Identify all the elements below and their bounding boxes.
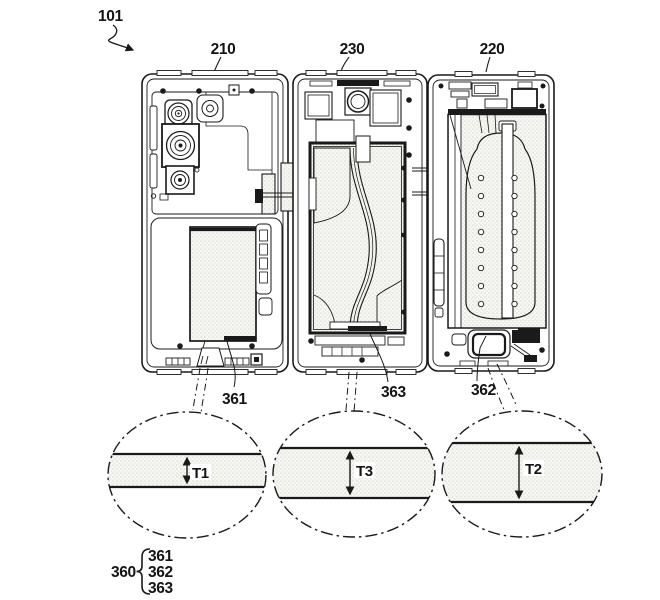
label-230: 230 xyxy=(340,41,365,58)
panel-230-bottom-parts xyxy=(308,335,405,363)
panel-220 xyxy=(427,71,555,374)
panel-210-side-connector xyxy=(255,223,273,316)
detail-circle-T3: T3 xyxy=(272,410,436,538)
phantom-leader-362-b xyxy=(496,363,518,408)
T3-dimension-label: T3 xyxy=(356,463,373,480)
panel-230-edge-tabs xyxy=(305,70,417,375)
callout-361-label: 361 xyxy=(222,391,247,408)
detail-circle-T2: T2 xyxy=(441,410,603,538)
camera-module-center xyxy=(196,94,224,123)
battery-vent-holes xyxy=(477,174,518,308)
legend-group-label: 360 xyxy=(111,564,136,581)
callout-362-label: 362 xyxy=(471,382,496,399)
display-stack-363 xyxy=(308,135,407,335)
panel-230-inner-frame xyxy=(297,78,423,368)
callout-361: 361 xyxy=(192,340,248,414)
figure-ref-101: 101 xyxy=(98,8,135,52)
callout-362: 362 xyxy=(471,335,518,413)
panel-220-bottom-parts xyxy=(444,329,545,367)
panel-210-inner-frame xyxy=(146,78,284,368)
detail-circle-T3-boundary xyxy=(272,410,436,538)
legend-360: 360 361 362 363 xyxy=(111,548,174,597)
panel-210-board-outline xyxy=(151,91,279,215)
battery-sheet-362 xyxy=(447,113,547,334)
camera-module-bottom xyxy=(165,165,195,195)
detail-circle-T1-boundary xyxy=(107,411,267,539)
legend-item-363: 363 xyxy=(148,580,173,597)
callout-363-leader xyxy=(369,333,389,383)
detail-circle-T1: T1 xyxy=(107,411,267,539)
phantom-leader-361-b xyxy=(200,367,209,414)
phantom-leader-362-a xyxy=(487,367,506,413)
legend-brace xyxy=(136,548,151,595)
T1-dimension-label: T1 xyxy=(192,465,209,482)
callout-363: 363 xyxy=(345,333,407,413)
camera-module-main xyxy=(161,123,200,168)
camera-module-top xyxy=(164,99,193,128)
phantom-leader-363-a xyxy=(345,371,350,411)
legend-item-362: 362 xyxy=(148,564,173,581)
panel-210-board-step xyxy=(205,92,272,171)
phantom-leader-361-a xyxy=(192,367,201,411)
panel-210-edge-tabs xyxy=(156,70,278,375)
legend-item-361: 361 xyxy=(148,548,173,565)
label-220: 220 xyxy=(480,41,505,58)
leader-220 xyxy=(485,56,491,73)
T2-dimension-label: T2 xyxy=(525,461,542,478)
figure-ref-arrow xyxy=(108,24,135,52)
callout-363-label: 363 xyxy=(381,384,406,401)
panel-labels: 210 230 220 xyxy=(211,41,505,73)
panel-210-screws xyxy=(160,84,255,349)
phantom-leader-363-b xyxy=(353,371,358,413)
panel-230 xyxy=(292,70,428,375)
leader-230 xyxy=(340,56,350,73)
leader-210 xyxy=(213,56,222,73)
panel-210-bottom-parts xyxy=(165,347,263,367)
panel-220-top-components xyxy=(438,81,546,115)
panel-220-edge-tabs xyxy=(454,71,536,374)
callout-362-leader xyxy=(476,347,481,382)
battery-sheet-361 xyxy=(189,226,257,342)
callout-361-leader xyxy=(226,340,236,388)
panel-210-side-strip xyxy=(149,105,200,201)
detail-circle-T2-boundary xyxy=(441,410,603,538)
figure-ref-label: 101 xyxy=(98,8,123,25)
panel-210 xyxy=(141,70,289,375)
panel-220-side-buttons xyxy=(433,238,445,318)
label-210: 210 xyxy=(211,41,236,58)
